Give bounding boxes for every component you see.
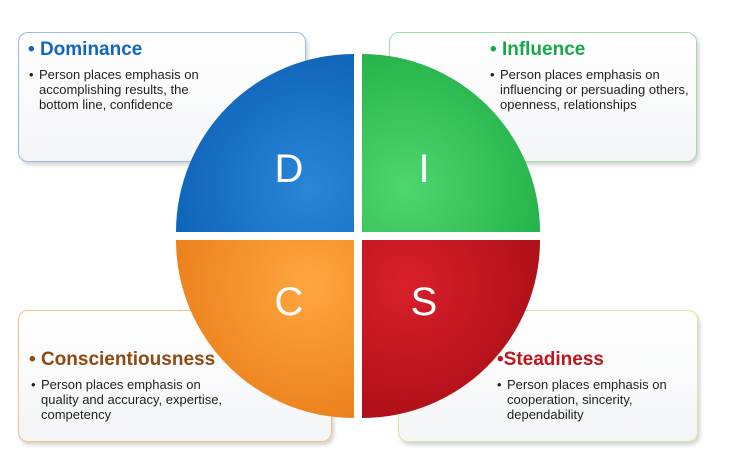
- influence-title-text: Influence: [501, 39, 586, 60]
- bullet: •: [29, 67, 34, 82]
- steadiness-title: •Steadiness: [497, 349, 697, 371]
- steadiness-letter: S: [411, 280, 438, 324]
- dominance-title-text: Dominance: [39, 39, 143, 60]
- dominance-description: • Person places emphasis on accomplishin…: [29, 67, 229, 112]
- conscientiousness-description: • Person places emphasis on quality and …: [31, 377, 241, 422]
- dominance-letter: D: [275, 147, 304, 191]
- dominance-description-text: Person places emphasis on accomplishing …: [39, 67, 199, 112]
- bullet: •: [29, 349, 36, 370]
- bullet: •: [497, 349, 504, 370]
- influence-description-text: Person places emphasis on influencing or…: [500, 67, 689, 112]
- bullet: •: [28, 39, 35, 60]
- influence-quadrant: [362, 54, 540, 232]
- bullet: •: [31, 377, 36, 392]
- dominance-title: • Dominance: [28, 39, 305, 61]
- influence-description: • Person places emphasis on influencing …: [490, 67, 700, 112]
- bullet: •: [490, 39, 497, 60]
- conscientiousness-title: • Conscientiousness: [29, 349, 331, 371]
- conscientiousness-description-text: Person places emphasis on quality and ac…: [41, 377, 223, 422]
- conscientiousness-title-text: Conscientiousness: [40, 349, 216, 370]
- steadiness-description-text: Person places emphasis on cooperation, s…: [507, 377, 667, 422]
- steadiness-quadrant: [362, 240, 540, 418]
- bullet: •: [490, 67, 495, 82]
- conscientiousness-letter: C: [275, 280, 304, 324]
- steadiness-title-text: Steadiness: [503, 349, 604, 370]
- conscientiousness-quadrant: [176, 240, 354, 418]
- dominance-quadrant: [176, 54, 354, 232]
- steadiness-description: • Person places emphasis on cooperation,…: [497, 377, 697, 422]
- influence-title: • Influence: [490, 39, 696, 61]
- influence-letter: I: [418, 147, 429, 191]
- bullet: •: [497, 377, 502, 392]
